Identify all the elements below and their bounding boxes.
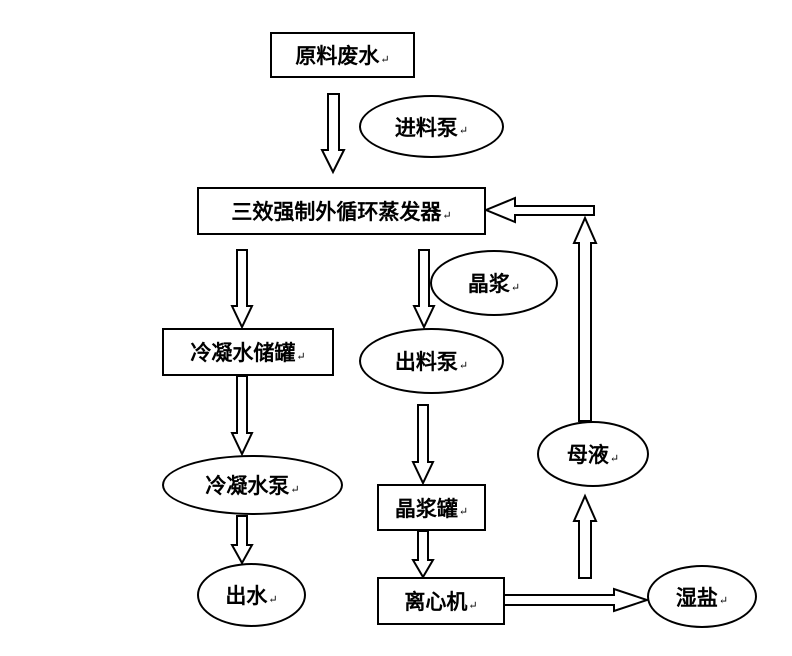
paragraph-mark: ↵: [268, 592, 278, 606]
slurry-tank-box: 晶浆罐↵: [377, 484, 486, 531]
feed-pump-label: 进料泵: [394, 114, 458, 140]
centrifuge-box: 离心机↵: [377, 577, 505, 625]
arrow-recycle-mother-liquor-to-evaporator: [572, 215, 598, 422]
paragraph-mark: ↵: [718, 594, 729, 607]
paragraph-mark: ↵: [380, 52, 390, 66]
discharge-pump-label: 出料泵: [394, 349, 458, 374]
condensate-tank-box: 冷凝水储罐↵: [162, 328, 334, 376]
paragraph-mark: ↵: [296, 349, 306, 363]
raw-wastewater-label: 原料废水: [295, 43, 380, 68]
discharge-pump-ellipse: 出料泵↵: [359, 328, 504, 394]
mother-liquor-label: 母液: [566, 442, 609, 467]
slurry-tank-label: 晶浆罐: [394, 495, 458, 521]
wet-salt-label: 湿盐: [675, 584, 718, 610]
paragraph-mark: ↵: [510, 280, 521, 294]
paragraph-mark: ↵: [468, 598, 478, 612]
arrow-left-to-evaporator: [483, 196, 595, 224]
water-out-label: 出水: [225, 583, 268, 608]
paragraph-mark: ↵: [458, 358, 469, 372]
paragraph-mark: ↵: [609, 451, 620, 465]
evaporator-label: 三效强制外循环蒸发器: [231, 199, 442, 224]
paragraph-mark: ↵: [290, 482, 300, 496]
paragraph-mark: ↵: [442, 208, 452, 222]
evaporator-box: 三效强制外循环蒸发器↵: [197, 187, 486, 235]
centrifuge-label: 离心机: [404, 589, 468, 614]
condensate-pump-label: 冷凝水泵: [205, 473, 290, 498]
condensate-tank-label: 冷凝水储罐: [190, 340, 296, 365]
water-out-ellipse: 出水↵: [197, 563, 306, 627]
arrow-down-evaporator-to-discharge-pump: [412, 249, 436, 330]
arrow-down-raw-to-evaporator: [320, 93, 346, 175]
condensate-pump-ellipse: 冷凝水泵↵: [162, 455, 343, 515]
wet-salt-ellipse: 湿盐↵: [647, 565, 757, 628]
crystal-slurry-label: 晶浆: [467, 271, 510, 296]
arrow-right-centrifuge-to-wet-salt: [503, 587, 651, 613]
arrow-up-centrifuge-to-mother-liquor: [572, 493, 598, 579]
arrow-down-condensate-pump-to-water-out: [230, 515, 254, 566]
feed-pump-ellipse: 进料泵↵: [359, 95, 504, 158]
arrow-down-slurry-tank-to-centrifuge: [411, 530, 435, 579]
paragraph-mark: ↵: [458, 124, 469, 137]
arrow-down-discharge-pump-to-slurry-tank: [411, 404, 435, 486]
arrow-down-evaporator-to-condensate-tank: [230, 249, 254, 330]
arrow-down-condensate-tank-to-pump: [230, 375, 254, 457]
mother-liquor-ellipse: 母液↵: [537, 421, 649, 487]
raw-wastewater-box: 原料废水↵: [270, 32, 415, 78]
paragraph-mark: ↵: [458, 505, 469, 518]
crystal-slurry-ellipse: 晶浆↵: [430, 250, 558, 316]
